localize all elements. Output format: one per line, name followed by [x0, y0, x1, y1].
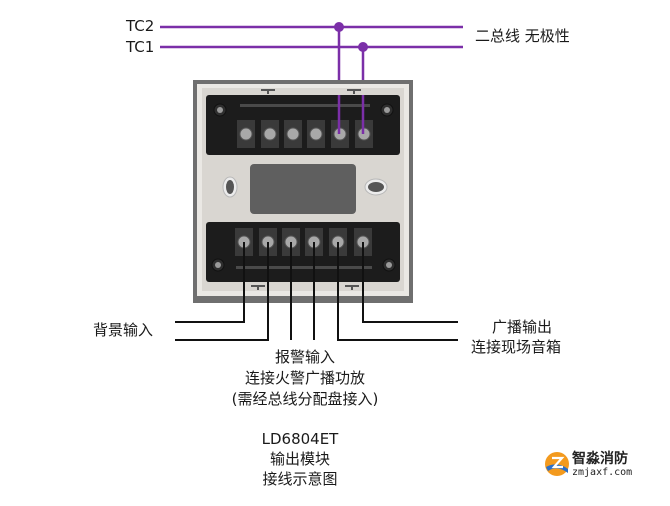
tc2-label: TC2 — [126, 17, 155, 35]
alarm-input-note: (需经总线分配盘接入) — [231, 390, 379, 408]
alarm-input-label: 报警输入 — [274, 348, 335, 366]
caption-model: LD6804ET — [261, 430, 339, 448]
output-wires — [175, 242, 458, 341]
brand-name: 智淼消防 — [572, 451, 628, 467]
broadcast-output-label: 广播输出 — [492, 318, 553, 336]
tc1-label: TC1 — [126, 38, 155, 56]
diagram-caption: LD6804ET 输出模块 接线示意图 — [210, 430, 390, 489]
caption-title: 输出模块 — [269, 450, 330, 468]
alarm-input-group: 报警输入 连接火警广播功放 (需经总线分配盘接入) — [200, 348, 410, 409]
broadcast-output-desc: 连接现场音箱 — [471, 338, 562, 356]
bus-description: 二总线 无极性 — [475, 27, 570, 45]
brand-url: zmjaxf.com — [572, 467, 633, 478]
background-input-label: 背景输入 — [93, 321, 154, 339]
alarm-input-desc: 连接火警广播功放 — [244, 369, 365, 387]
brand-logo-icon — [544, 451, 570, 477]
caption-subtitle: 接线示意图 — [262, 470, 338, 488]
output-module-device — [193, 80, 413, 303]
